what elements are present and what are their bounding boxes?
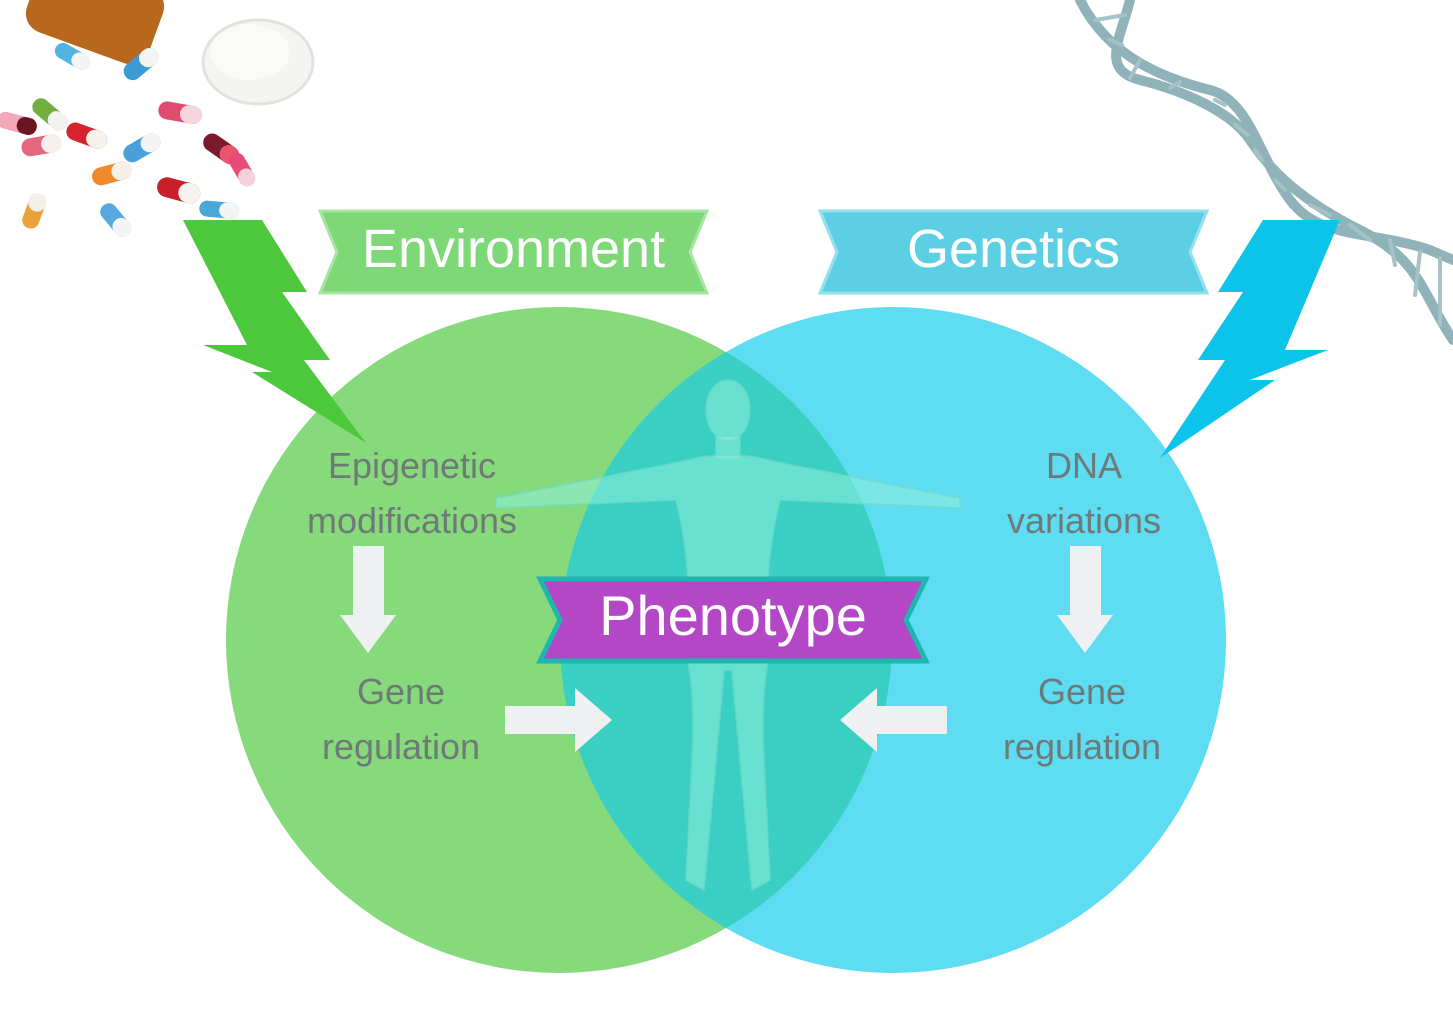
capsules [0,42,256,237]
genetics-left-arrow-icon [840,688,947,752]
dna-helix-icon [1075,0,1453,345]
phenotype-banner [535,576,931,664]
regulation-line: regulation [1002,726,1162,767]
environment-down-arrow-icon [340,546,396,653]
dna-variations-label: DNA variations [934,438,1234,548]
pills-icon [0,0,315,237]
environment-lightning-bolt-icon [183,220,366,443]
pill-bottle [25,0,315,106]
regulation-line: regulation [321,726,481,767]
environment-banner [317,209,710,295]
human-body-icon [495,379,961,892]
genetics-gene-regulation-label: Gene regulation [932,664,1232,774]
environment-gene-regulation-label: Gene regulation [251,664,551,774]
genetics-lightning-bolt-icon [1160,220,1340,458]
gene-line: Gene [356,671,446,712]
epigenetic-modifications-label: Epigenetic modifications [262,438,562,548]
dna-line: DNA [1045,445,1122,486]
genetics-title: Genetics [906,219,1121,279]
environment-right-arrow-icon [505,688,612,752]
gene-line: Gene [1037,671,1127,712]
modifications-line: modifications [306,500,518,541]
environment-title: Environment [361,219,666,279]
variations-line: variations [1006,500,1162,541]
phenotype-title: Phenotype [599,584,867,647]
epigenetic-line: Epigenetic [327,445,497,486]
genetics-down-arrow-icon [1057,546,1113,653]
genetics-banner [817,209,1210,295]
